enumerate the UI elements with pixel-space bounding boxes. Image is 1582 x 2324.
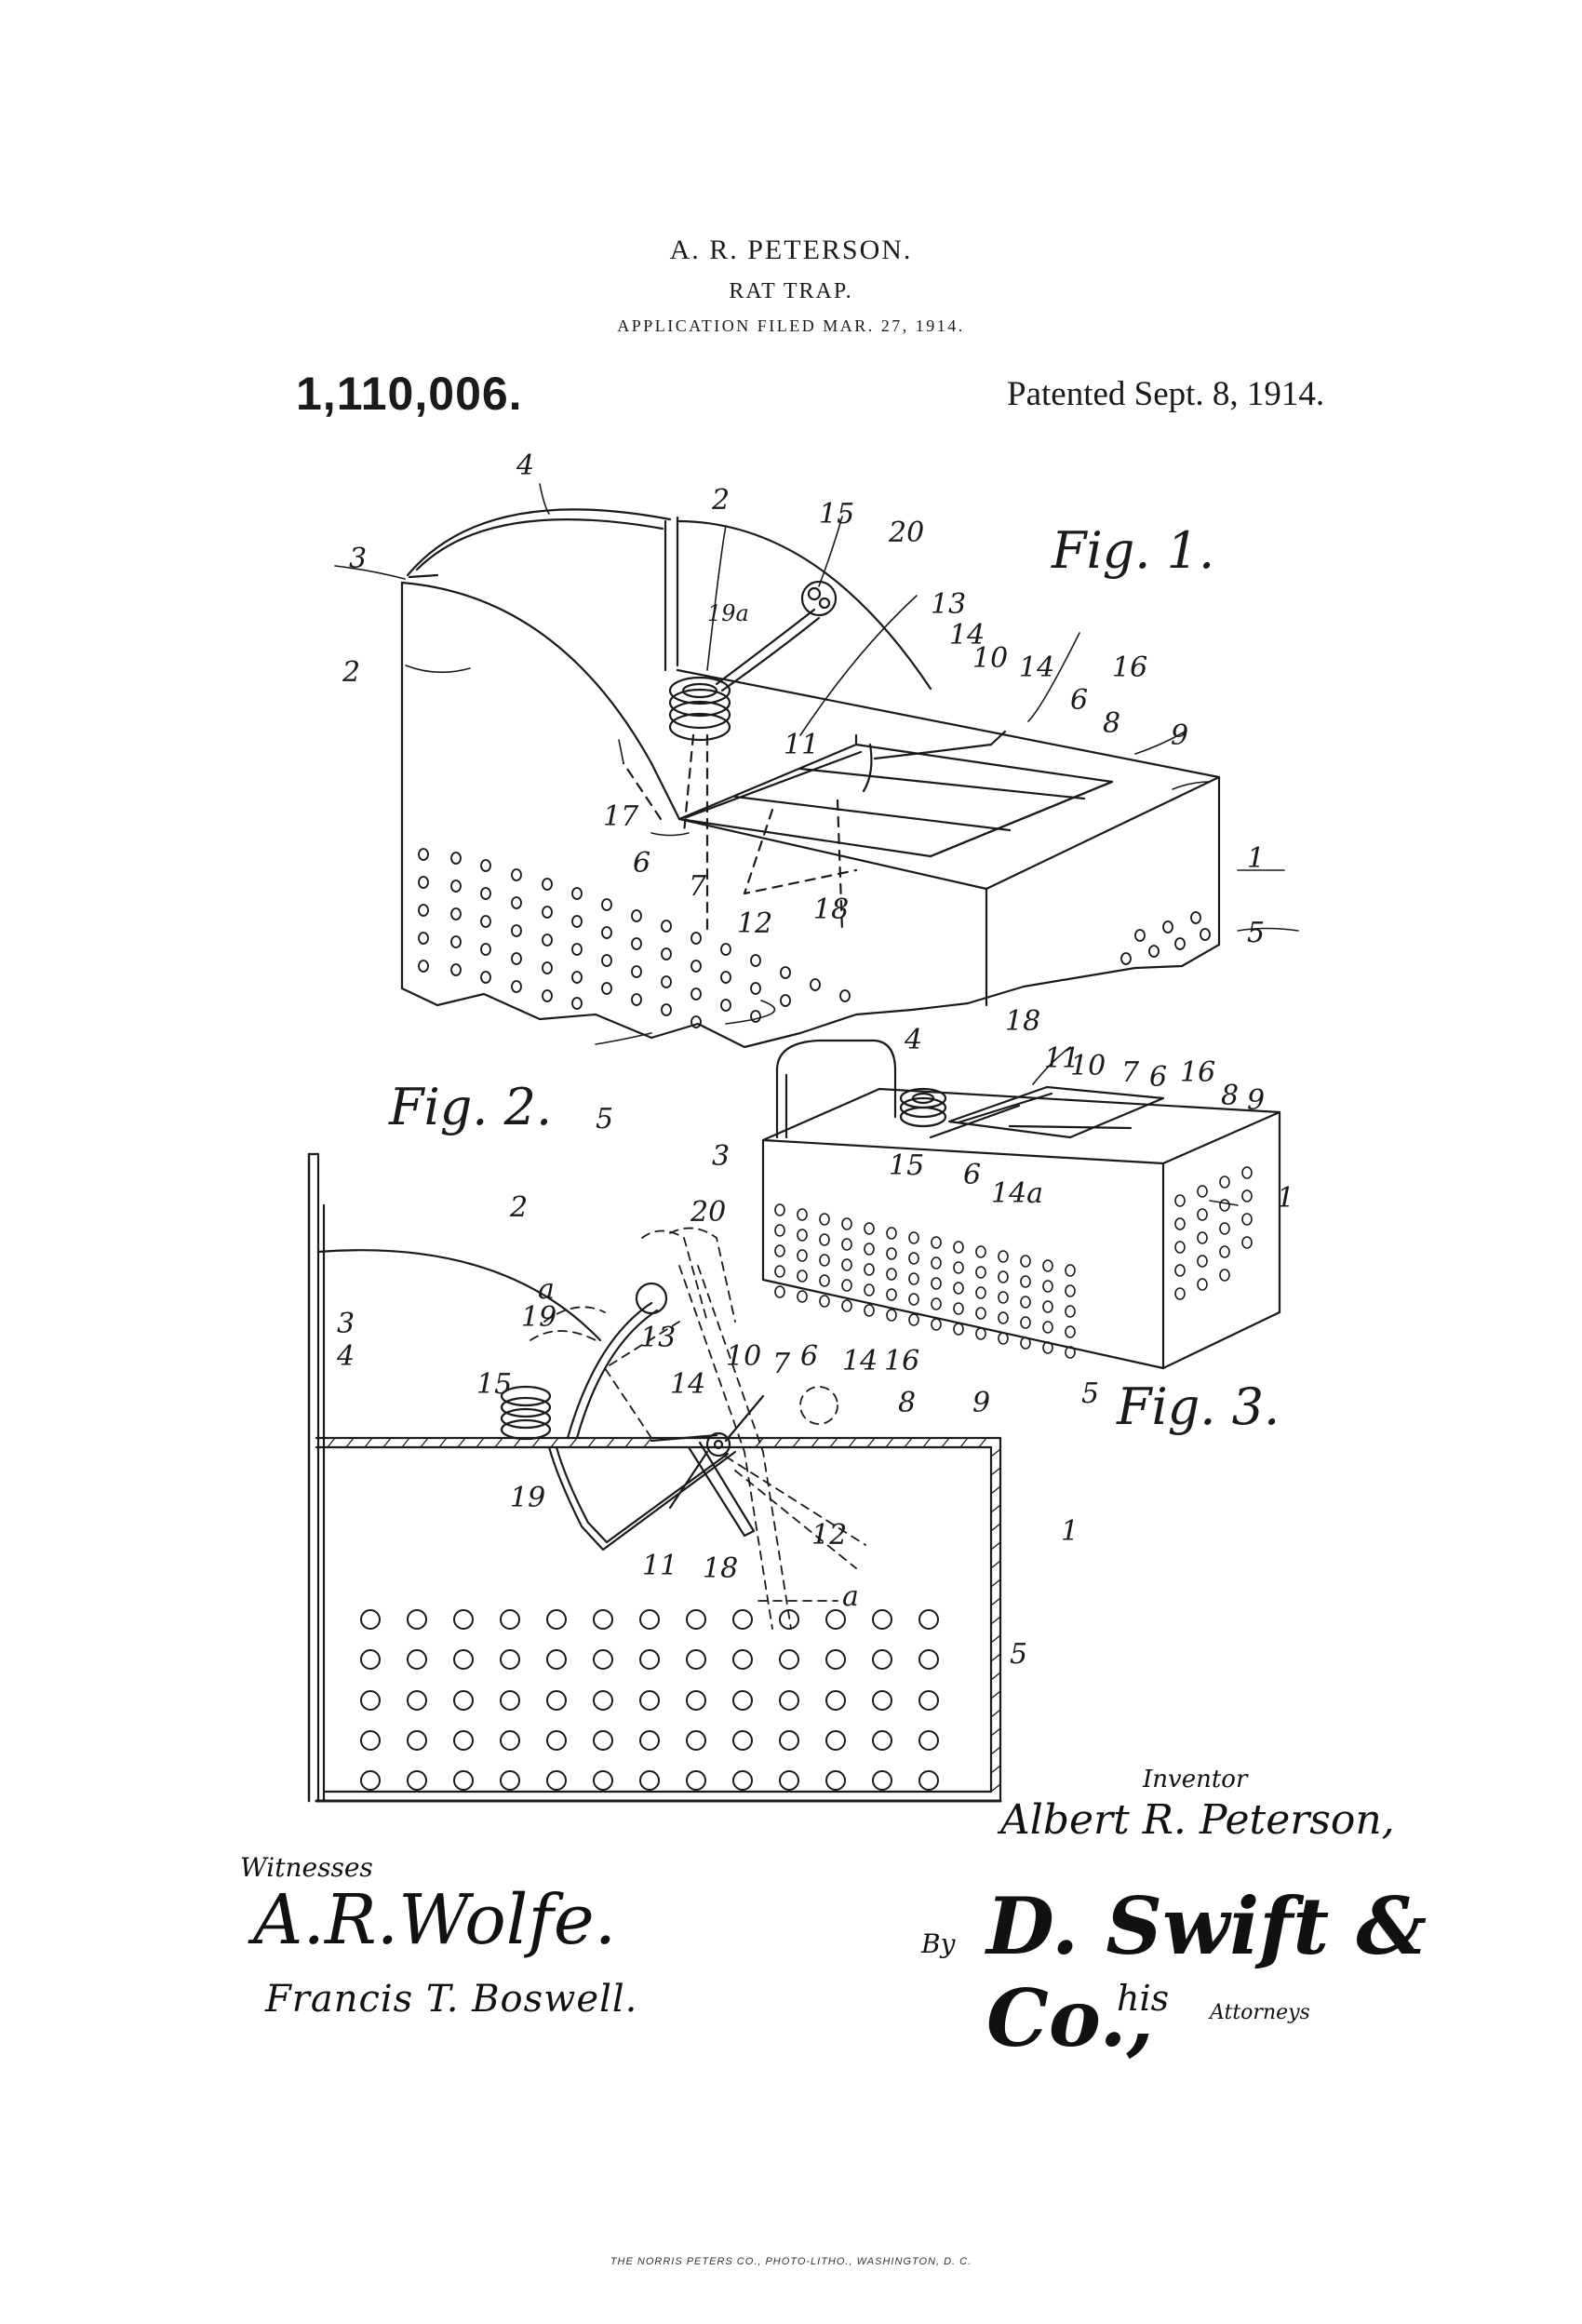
- ref-numeral: 1: [1061, 1515, 1079, 1548]
- ref-numeral: 5: [596, 1103, 614, 1135]
- ref-numeral: a: [842, 1580, 859, 1613]
- witness-signature-2: Francis T. Boswell.: [265, 1978, 638, 2021]
- ref-numeral: 18: [813, 893, 850, 926]
- ref-numeral: 11: [1044, 1042, 1080, 1075]
- ref-numeral: 11: [642, 1550, 678, 1582]
- ref-numeral: 15: [476, 1368, 513, 1401]
- ref-numeral: 8: [1103, 707, 1121, 740]
- ref-numeral: 9: [1171, 719, 1189, 752]
- ref-numeral: 14: [1019, 652, 1055, 684]
- ref-numeral: 20: [690, 1196, 727, 1229]
- ref-numeral: 14: [842, 1345, 878, 1377]
- ref-numeral: 16: [1112, 652, 1148, 684]
- figure-3-drawing: [761, 1039, 1281, 1370]
- ref-numeral: 10: [972, 642, 1009, 675]
- invention-title: RAT TRAP.: [729, 279, 853, 303]
- ref-numeral: 7: [772, 1348, 791, 1380]
- lithographer-imprint: THE NORRIS PETERS CO., PHOTO-LITHO., WAS…: [610, 2256, 972, 2267]
- ref-numeral: 6: [1149, 1061, 1168, 1094]
- ref-numeral: 13: [640, 1322, 677, 1354]
- ref-numeral: 6: [963, 1159, 982, 1191]
- figure-2-title: Fig. 2.: [389, 1078, 553, 1136]
- ref-numeral: 19: [521, 1301, 557, 1334]
- ref-numeral: 4: [516, 450, 535, 482]
- ref-numeral: 6: [633, 847, 651, 880]
- ref-numeral: 3: [349, 543, 368, 575]
- ref-numeral: 8: [1221, 1080, 1240, 1112]
- figure-2-drawing: [307, 1152, 1002, 1803]
- attorneys-caption: Attorneys: [1210, 2001, 1310, 2024]
- ref-numeral: 18: [703, 1552, 739, 1585]
- figure-3-title: Fig. 3.: [1117, 1377, 1280, 1436]
- ref-numeral: 16: [884, 1345, 920, 1377]
- inventor-signature: Albert R. Peterson,: [1000, 1796, 1395, 1844]
- witness-signature-1: A.R.Wolfe.: [253, 1880, 617, 1960]
- ref-numeral: 17: [603, 800, 639, 833]
- ref-numeral: 8: [898, 1387, 917, 1419]
- ref-numeral: 19: [510, 1482, 546, 1514]
- ref-numeral: 15: [819, 498, 855, 531]
- ref-numeral: 14: [949, 619, 985, 652]
- ref-numeral: 5: [1247, 917, 1266, 949]
- ref-numeral: 10: [1070, 1050, 1106, 1082]
- ref-numeral: 9: [1247, 1084, 1266, 1117]
- ref-numeral: 13: [931, 588, 967, 621]
- his-signature: his: [1117, 1978, 1170, 2019]
- inventor-caption: Inventor: [1143, 1766, 1248, 1793]
- ref-numeral: 2: [510, 1191, 529, 1224]
- ref-numeral: 15: [889, 1149, 925, 1182]
- ref-numeral: 18: [1005, 1005, 1041, 1038]
- patented-date: Patented Sept. 8, 1914.: [1007, 375, 1325, 413]
- ref-numeral: 14a: [991, 1177, 1044, 1210]
- ref-numeral: 12: [811, 1519, 848, 1552]
- ref-numeral: 4: [905, 1024, 923, 1056]
- ref-numeral: 16: [1180, 1056, 1216, 1089]
- leader-lines: [334, 483, 1299, 1206]
- ref-numeral: 1: [1277, 1182, 1295, 1215]
- application-filed-line: APPLICATION FILED MAR. 27, 1914.: [617, 316, 965, 335]
- ref-numeral: 6: [1070, 684, 1089, 717]
- ref-numeral: 19a: [707, 600, 749, 626]
- attorney-signature: D. Swift & Co.,: [986, 1880, 1428, 2064]
- ref-numeral: 9: [972, 1387, 991, 1419]
- ref-numeral: 5: [1010, 1638, 1028, 1671]
- ref-numeral: 12: [737, 907, 773, 940]
- figure-1-drawing: [400, 508, 1221, 1049]
- ref-numeral: a: [538, 1273, 555, 1306]
- by-caption: By: [921, 1928, 956, 1959]
- ref-numeral: 7: [689, 870, 707, 903]
- ref-numeral: 2: [712, 484, 731, 517]
- ref-numeral: 6: [800, 1340, 819, 1373]
- ref-numeral: 5: [1081, 1377, 1100, 1410]
- ref-numeral: 7: [1121, 1056, 1140, 1089]
- ref-numeral: 11: [784, 729, 820, 761]
- ref-numeral: 10: [726, 1340, 762, 1373]
- ref-numeral: 2: [342, 656, 361, 689]
- ref-numeral: 4: [337, 1340, 355, 1373]
- inventor-heading: A. R. PETERSON.: [669, 235, 913, 265]
- ref-numeral: 3: [337, 1308, 355, 1340]
- ref-numeral: 20: [889, 517, 925, 549]
- ref-numeral: 14: [670, 1368, 706, 1401]
- ref-numeral: 3: [712, 1140, 731, 1173]
- patent-number: 1,110,006.: [296, 368, 523, 420]
- figure-1-title: Fig. 1.: [1052, 521, 1215, 580]
- ref-numeral: 1: [1247, 842, 1266, 875]
- witnesses-caption: Witnesses: [240, 1852, 373, 1883]
